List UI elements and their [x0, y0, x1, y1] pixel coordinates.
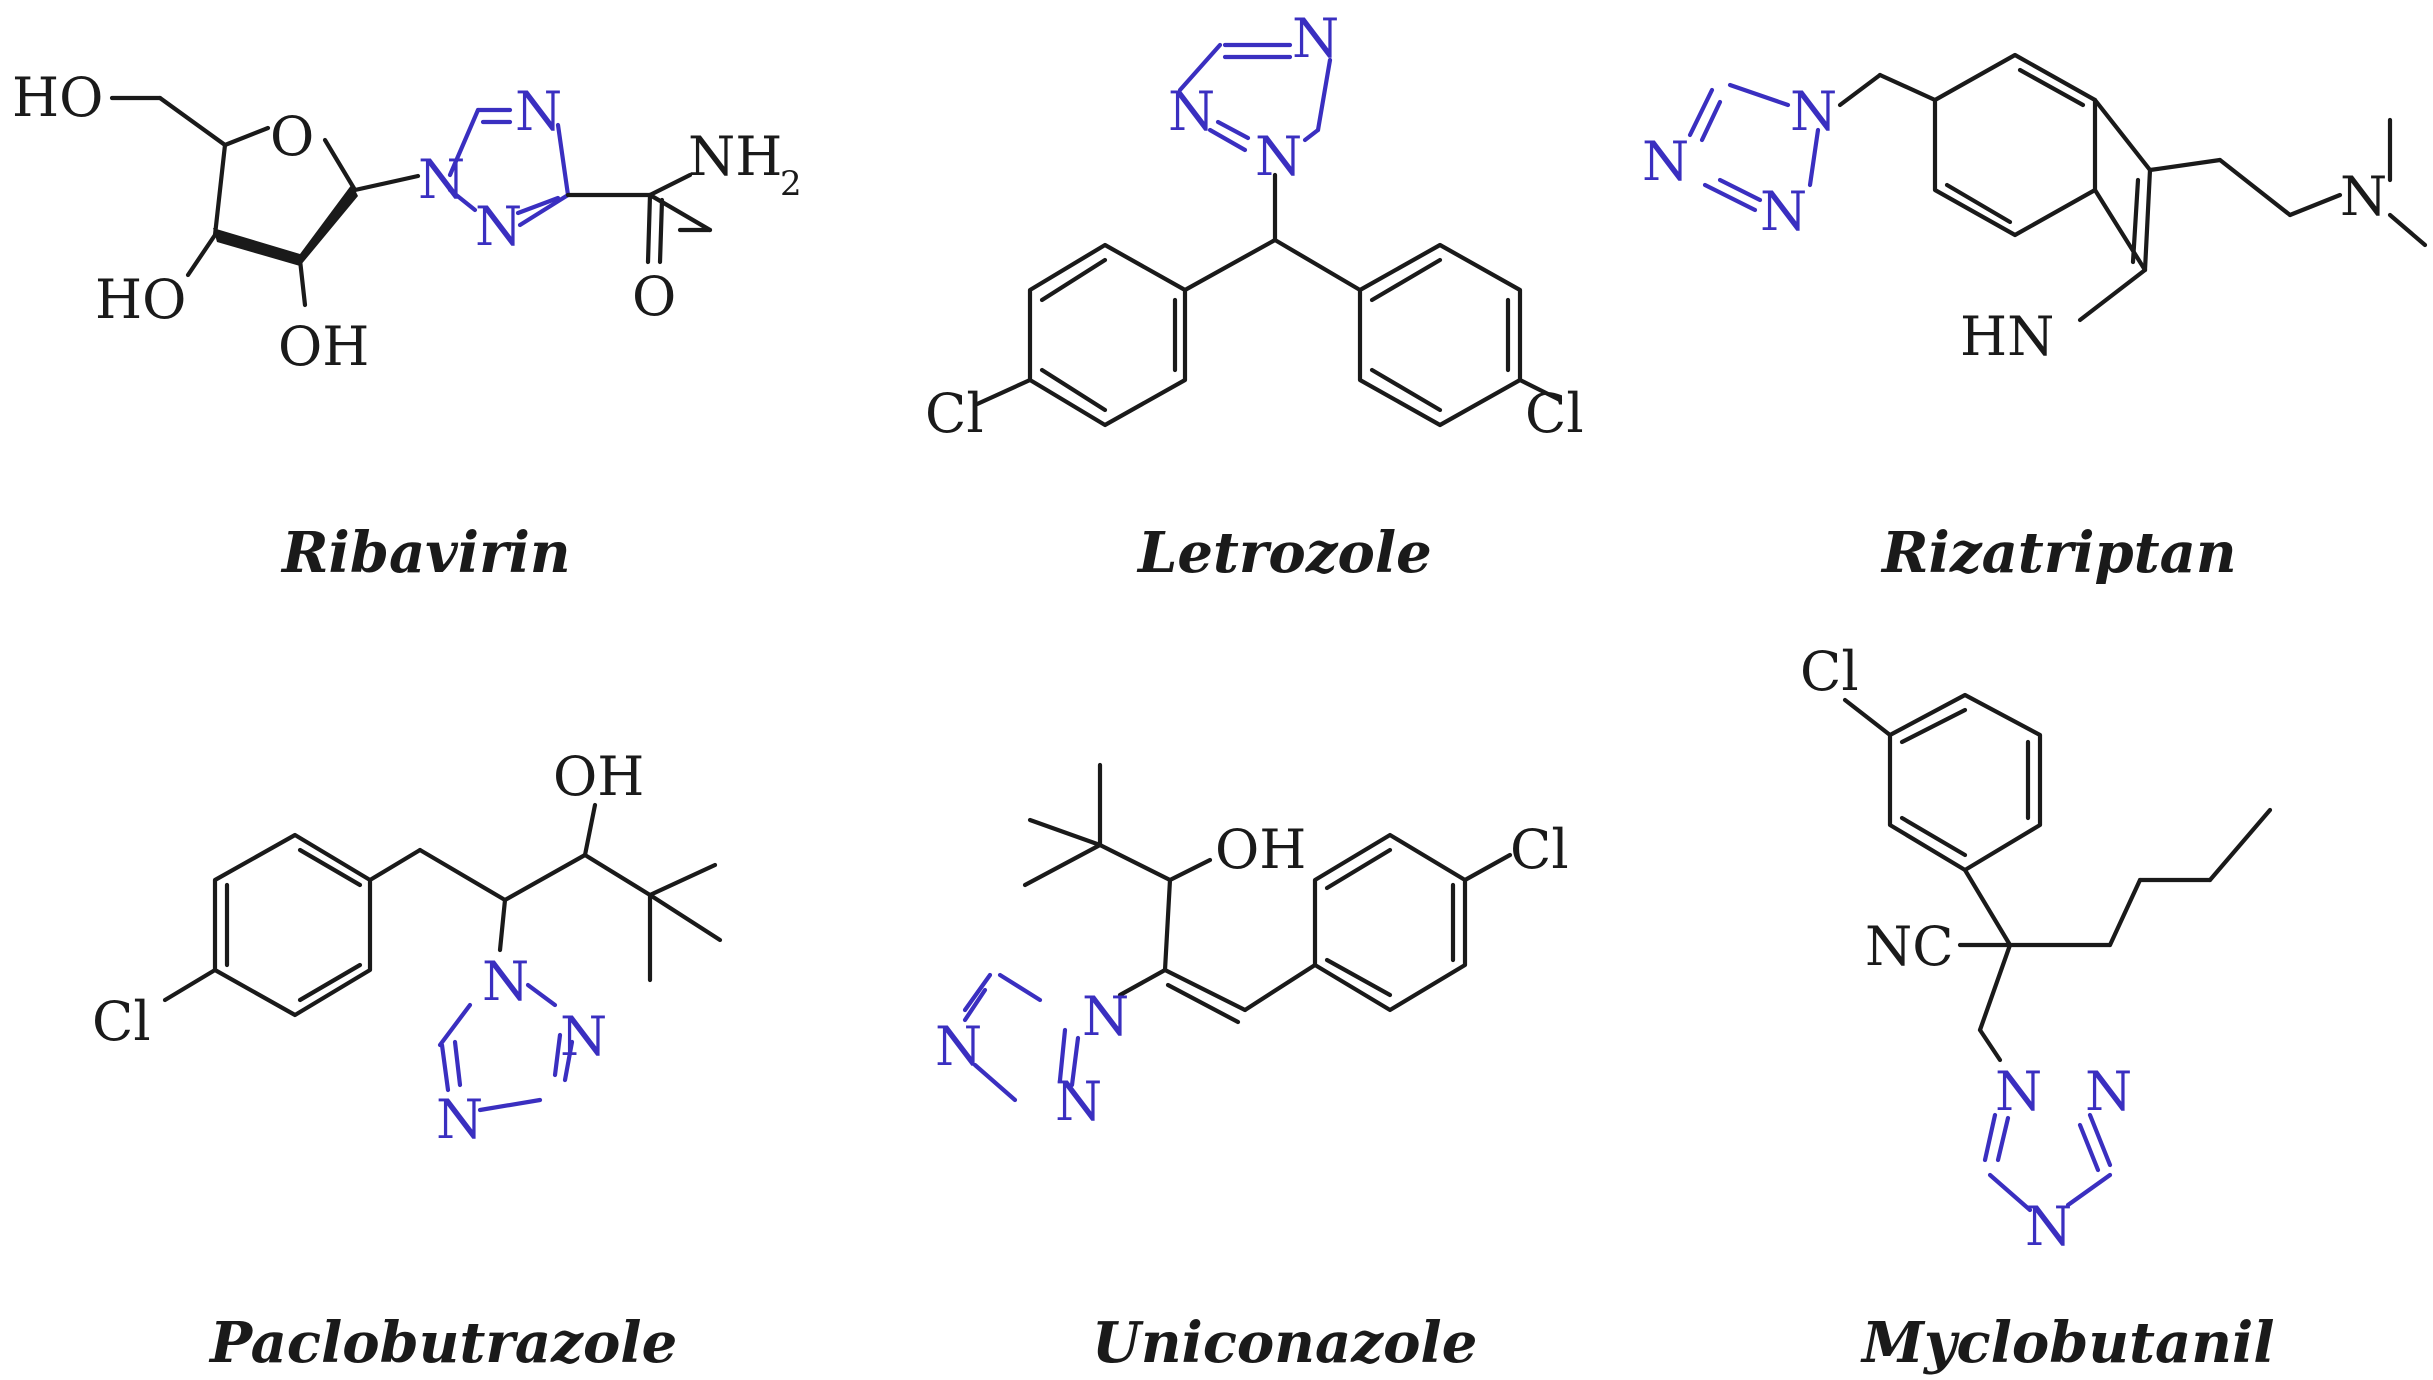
ribavirin-wedge-right	[300, 184, 358, 266]
paclobutrazole-n-bottom: N	[436, 1088, 483, 1151]
letrozole-n-top-label: N	[1292, 7, 1339, 70]
myclobutanil-caption: Myclobutanil	[1860, 1310, 2275, 1376]
rizatriptan-amine-n: N	[2340, 165, 2387, 228]
ribavirin-ho-left: HO	[95, 268, 186, 331]
paclobutrazole-bonds	[162, 802, 723, 1018]
myclobutanil-cl: Cl	[1800, 640, 1859, 703]
rizatriptan-triazole	[1687, 82, 1821, 213]
uniconazole-n-bottom: N	[1055, 1070, 1102, 1133]
uniconazole-n-link: N	[1082, 985, 1129, 1048]
ribavirin-n1: N	[418, 148, 465, 211]
rizatriptan-structure: N N N HN N Rizatriptan	[1642, 52, 2428, 586]
myclobutanil-n-link: N	[1995, 1060, 2042, 1123]
paclobutrazole-caption: Paclobutrazole	[208, 1310, 677, 1376]
myclobutanil-n-bottom: N	[2025, 1195, 2072, 1258]
myclobutanil-bonds	[1842, 692, 2273, 1063]
letrozole-cl-left: Cl	[925, 382, 984, 445]
rizatriptan-hn: HN	[1960, 305, 2054, 368]
uniconazole-triazole	[962, 972, 1081, 1103]
uniconazole-oh: OH	[1215, 818, 1306, 881]
ribavirin-ho-top: HO	[12, 66, 103, 129]
uniconazole-structure: OH Cl N N N Uniconazole	[935, 762, 1569, 1376]
ribavirin-amide-nh: NH	[688, 125, 782, 188]
rizatriptan-caption: Rizatriptan	[1880, 520, 2237, 586]
letrozole-n-bottom: N	[1255, 125, 1302, 188]
letrozole-n-left: N	[1168, 80, 1215, 143]
ribavirin-caption: Ribavirin	[280, 520, 571, 586]
myclobutanil-n-right: N	[2085, 1060, 2132, 1123]
ribavirin-triazole	[447, 107, 571, 228]
uniconazole-cl: Cl	[1510, 818, 1569, 881]
myclobutanil-triazole	[1982, 1112, 2113, 1213]
ribavirin-n2: N	[515, 80, 562, 143]
paclobutrazole-triazole	[437, 982, 575, 1113]
letrozole-bonds	[972, 172, 1563, 428]
letrozole-structure: N N N Cl Cl Letrozole	[925, 7, 1584, 586]
letrozole-triazole	[1177, 42, 1333, 153]
paclobutrazole-n-link: N	[482, 950, 529, 1013]
ribavirin-carbonyl-oxygen: O	[632, 265, 676, 328]
uniconazole-caption: Uniconazole	[1092, 1310, 1477, 1376]
ribavirin-structure: HO O N N N NH 2 O HO OH Ribavirin	[12, 66, 802, 586]
ribavirin-bonds	[109, 95, 713, 308]
myclobutanil-structure: Cl NC N N N Myclobutanil	[1800, 640, 2275, 1376]
letrozole-caption: Letrozole	[1136, 520, 1432, 586]
ribavirin-ring-oxygen: O	[270, 105, 314, 168]
rizatriptan-n-bottom: N	[1760, 180, 1807, 243]
paclobutrazole-n-right: N	[560, 1005, 607, 1068]
ribavirin-oh-bottom: OH	[278, 315, 369, 378]
letrozole-cl-right: Cl	[1525, 382, 1584, 445]
paclobutrazole-cl: Cl	[92, 990, 151, 1053]
paclobutrazole-structure: OH Cl N N N Paclobutrazole	[92, 745, 723, 1376]
ribavirin-wedge-left	[213, 228, 300, 266]
myclobutanil-nc: NC	[1865, 915, 1954, 978]
ribavirin-n3: N	[475, 195, 522, 258]
paclobutrazole-oh: OH	[553, 745, 644, 808]
ribavirin-amide-subscript: 2	[780, 164, 802, 204]
rizatriptan-n-left: N	[1642, 130, 1689, 193]
uniconazole-bonds	[1022, 762, 1513, 1025]
uniconazole-n-left: N	[935, 1015, 982, 1078]
rizatriptan-bonds	[1837, 52, 2428, 323]
rizatriptan-n-link: N	[1790, 80, 1837, 143]
